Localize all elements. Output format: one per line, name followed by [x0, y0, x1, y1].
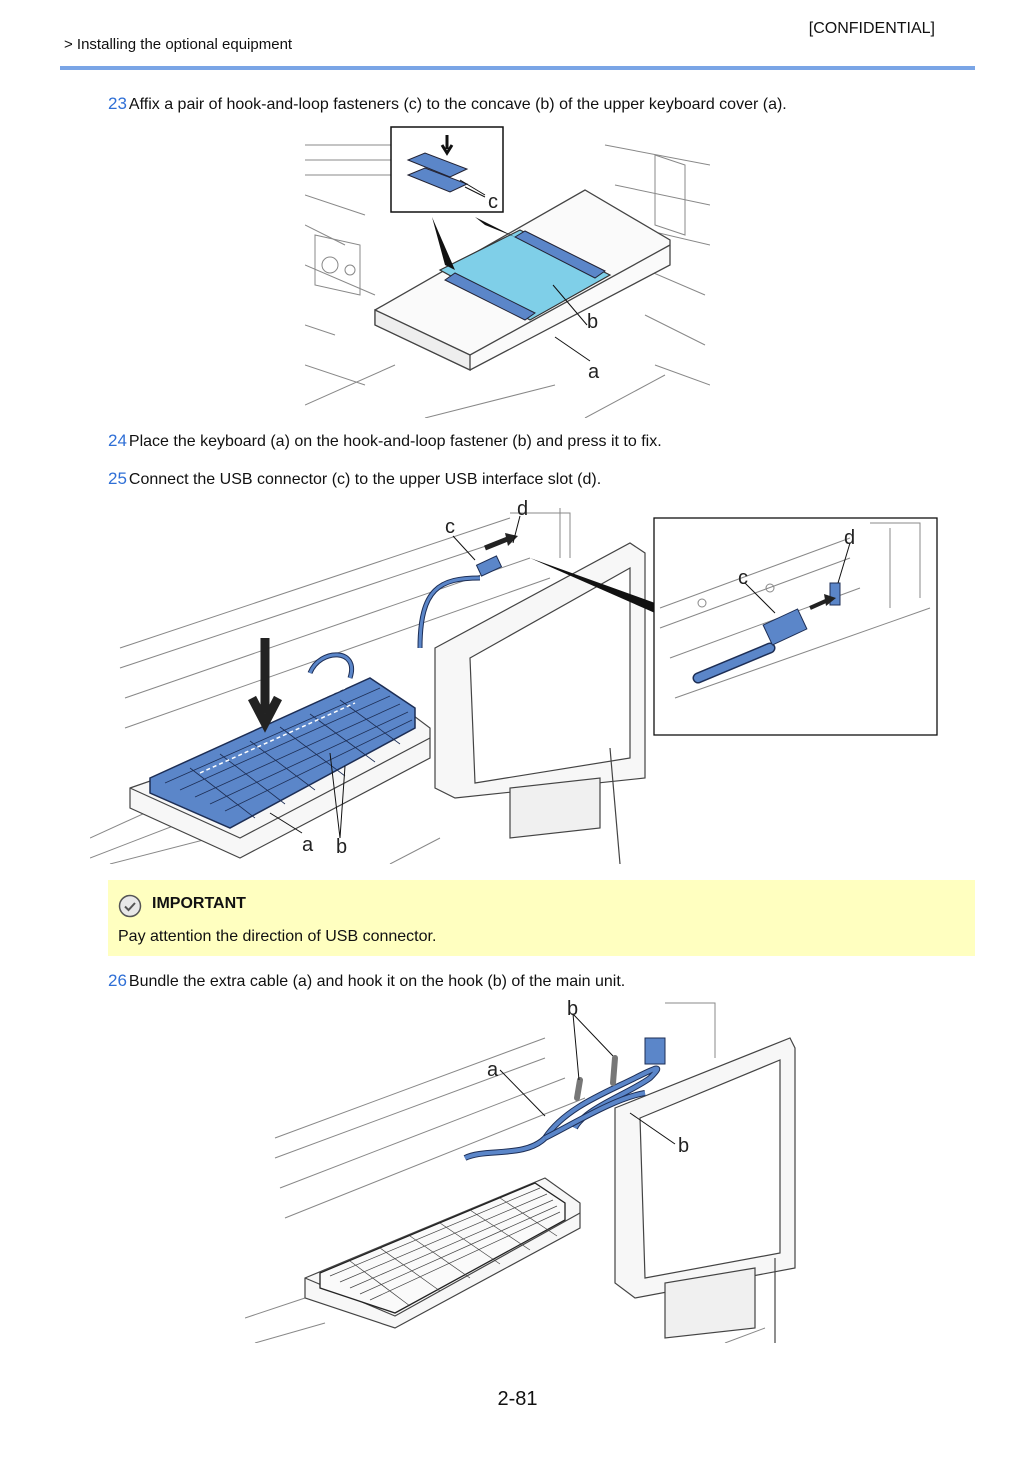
- label-b-2: b: [678, 1135, 689, 1157]
- usb-connector: [644, 1037, 666, 1065]
- cable-bundle: [463, 1065, 661, 1161]
- hook: [574, 1055, 618, 1101]
- label-b: b: [587, 311, 598, 333]
- step-number: 26: [108, 971, 127, 990]
- step-text: Affix a pair of hook-and-loop fasteners …: [128, 96, 787, 113]
- usb-connector-inset: [762, 608, 808, 646]
- confidential-mark: [CONFIDENTIAL]: [808, 20, 935, 37]
- step-number: 25: [108, 469, 127, 488]
- figure-keyboard-cover: c b a: [305, 125, 710, 418]
- check-circle-icon: [118, 894, 142, 918]
- arrow-down-icon: [248, 638, 282, 733]
- header-divider: [60, 66, 975, 70]
- label-c: c: [445, 516, 455, 538]
- figure-keyboard-usb: c d c d a b: [90, 498, 940, 864]
- label-c-inset: c: [738, 567, 748, 589]
- step-text: Connect the USB connector (c) to the upp…: [128, 471, 602, 488]
- label-d-inset: d: [844, 527, 855, 549]
- figure-cable-bundle: b a b: [245, 998, 800, 1343]
- label-a: a: [302, 834, 314, 856]
- label-a: a: [588, 361, 600, 383]
- arrow-down-icon: [440, 135, 454, 156]
- label-c: c: [488, 191, 498, 213]
- label-a: a: [487, 1059, 499, 1081]
- step-text: Place the keyboard (a) on the hook-and-l…: [128, 433, 662, 450]
- important-callout: IMPORTANT Pay attention the direction of…: [108, 880, 975, 956]
- page-number: 2-81: [497, 1388, 538, 1410]
- keyboard: [149, 677, 416, 829]
- usb-connector: [475, 555, 503, 577]
- label-d: d: [517, 498, 528, 520]
- step-text: Bundle the extra cable (a) and hook it o…: [128, 973, 626, 990]
- step-number: 23: [108, 94, 127, 113]
- important-body: Pay attention the direction of USB conne…: [118, 928, 437, 945]
- breadcrumb: > Installing the optional equipment: [64, 36, 293, 53]
- step-number: 24: [108, 431, 127, 450]
- arrow-right-icon: [505, 533, 518, 546]
- label-b: b: [567, 998, 578, 1020]
- usb-slot: [829, 582, 841, 606]
- label-b: b: [336, 836, 347, 858]
- fastener-strip: [444, 272, 536, 321]
- important-title: IMPORTANT: [152, 895, 246, 912]
- fastener-strip: [513, 230, 606, 279]
